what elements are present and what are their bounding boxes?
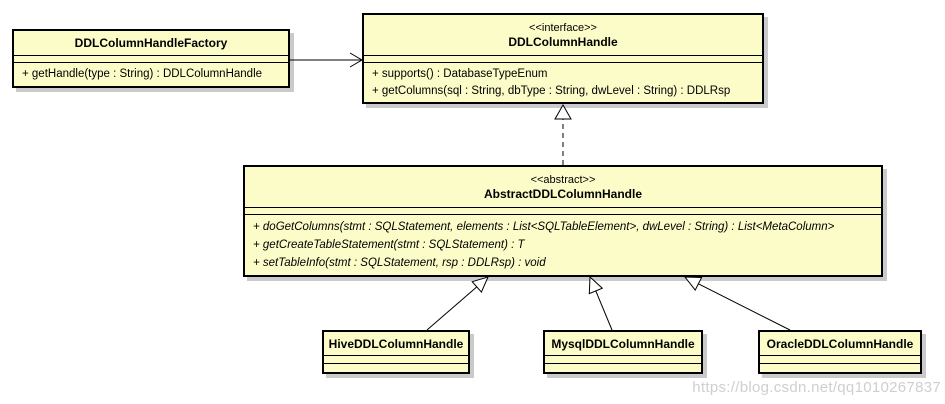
hollow-triangle-icon xyxy=(471,276,489,294)
method: + doGetColumns(stmt : SQLStatement, elem… xyxy=(253,221,835,233)
class-title-compartment: DDLColumnHandleFactory xyxy=(14,31,288,55)
class-title-compartment: MysqlDDLColumnHandle xyxy=(545,332,701,355)
class-title-compartment: <<interface>> DDLColumnHandle xyxy=(364,15,762,55)
method: + setTableInfo(stmt : SQLStatement, rsp … xyxy=(253,257,546,269)
class-title-compartment: HiveDDLColumnHandle xyxy=(324,332,468,355)
attributes-compartment xyxy=(364,55,762,63)
class-name: AbstractDDLColumnHandle xyxy=(483,186,642,201)
class-name: OracleDDLColumnHandle xyxy=(766,336,914,351)
methods-compartment xyxy=(545,364,701,372)
realization-abstract-to-interface xyxy=(554,103,572,165)
generalization-hive-to-abstract xyxy=(426,276,489,331)
methods-compartment xyxy=(324,364,468,372)
stereotype-label: <<abstract>> xyxy=(530,173,596,186)
class-hive-ddl-column-handle: HiveDDLColumnHandle xyxy=(322,330,470,374)
interface-ddl-column-handle: <<interface>> DDLColumnHandle + supports… xyxy=(362,13,764,104)
attributes-compartment xyxy=(324,355,468,364)
methods-compartment xyxy=(760,364,920,372)
attributes-compartment xyxy=(760,355,920,364)
class-ddl-column-handle-factory: DDLColumnHandleFactory + getHandle(type … xyxy=(12,29,290,88)
class-title-compartment: OracleDDLColumnHandle xyxy=(760,332,920,355)
hollow-triangle-icon xyxy=(683,276,703,292)
attributes-compartment xyxy=(545,355,701,364)
method: + supports() : DatabaseTypeEnum xyxy=(372,67,548,80)
methods-compartment: + getHandle(type : String) : DDLColumnHa… xyxy=(14,63,288,86)
association-factory-to-interface xyxy=(290,52,363,68)
stereotype-label: <<interface>> xyxy=(529,21,597,34)
method: + getColumns(sql : String, dbType : Stri… xyxy=(372,84,731,97)
class-title-compartment: <<abstract>> AbstractDDLColumnHandle xyxy=(245,167,881,207)
class-name: HiveDDLColumnHandle xyxy=(328,336,464,351)
class-name: DDLColumnHandle xyxy=(508,34,618,49)
method: + getCreateTableStatement(stmt : SQLStat… xyxy=(253,239,525,251)
class-oracle-ddl-column-handle: OracleDDLColumnHandle xyxy=(758,330,922,374)
attributes-compartment xyxy=(14,55,288,63)
class-name: MysqlDDLColumnHandle xyxy=(551,336,695,351)
class-name: DDLColumnHandleFactory xyxy=(74,36,228,50)
csdn-blog-watermark: https://blog.csdn.net/qq1010267837 xyxy=(692,379,941,396)
methods-compartment: + supports() : DatabaseTypeEnum + getCol… xyxy=(364,63,762,102)
generalization-mysql-to-abstract xyxy=(588,275,613,331)
open-arrowhead-icon xyxy=(349,52,363,68)
class-mysql-ddl-column-handle: MysqlDDLColumnHandle xyxy=(543,330,703,374)
attributes-compartment xyxy=(245,207,881,215)
method: + getHandle(type : String) : DDLColumnHa… xyxy=(22,68,263,80)
hollow-triangle-icon xyxy=(588,275,604,295)
hollow-triangle-icon xyxy=(554,103,572,120)
methods-compartment: + doGetColumns(stmt : SQLStatement, elem… xyxy=(245,215,881,275)
generalization-oracle-to-abstract xyxy=(683,276,791,331)
abstract-class-abstract-ddl-column-handle: <<abstract>> AbstractDDLColumnHandle + d… xyxy=(243,165,883,277)
